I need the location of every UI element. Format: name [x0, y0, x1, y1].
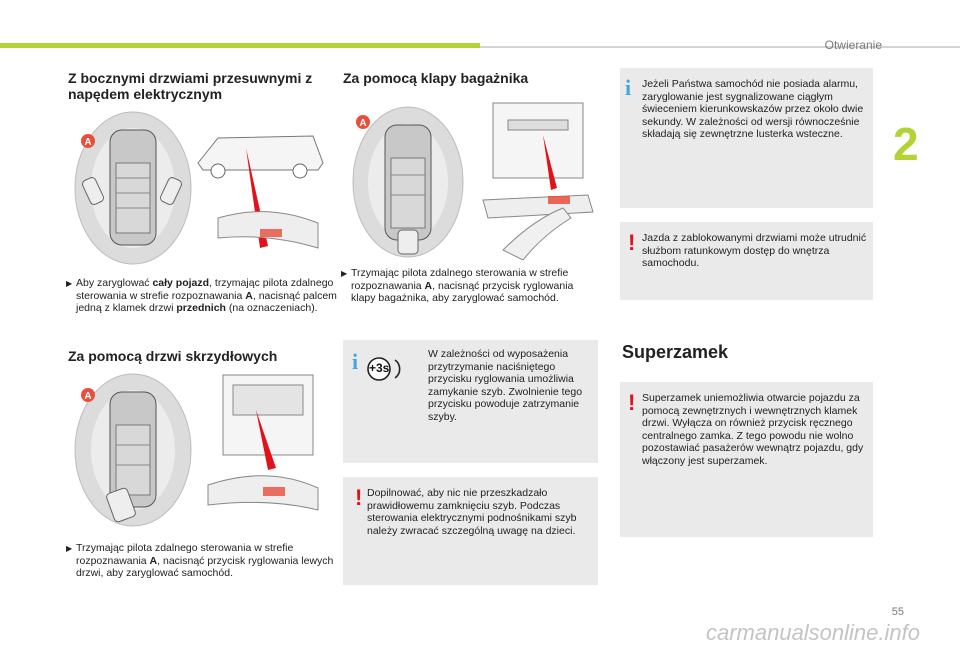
figure-tailgate: A [343, 100, 598, 261]
marker-a: A [84, 137, 91, 148]
hold-3s-label: +3s [369, 361, 390, 375]
note-superlock-text: Superzamek uniemożliwia otwarcie pojazdu… [642, 392, 864, 467]
warning-icon: ! [355, 485, 363, 510]
chapter-number: 2 [893, 118, 919, 170]
info-icon: i [625, 75, 632, 100]
warning-icon: ! [628, 230, 636, 255]
note-superlock: ! Superzamek uniemożliwia otwarcie pojaz… [620, 382, 873, 537]
bullet-wing-doors: ▶ Trzymając pilota zdalnego sterowania w… [66, 542, 334, 580]
note-alarm-indication: i Jeżeli Państwa samochód nie posiada al… [620, 68, 873, 208]
heading-tailgate: Za pomocą klapy bagażnika [343, 70, 529, 86]
heading-wing-doors: Za pomocą drzwi skrzydłowych [68, 348, 278, 364]
warning-icon: ! [628, 390, 636, 415]
heading-superlock: Superzamek [622, 342, 729, 362]
page-number: 55 [891, 606, 904, 618]
note-warning-text: Jazda z zablokowanymi drzwiami może utru… [642, 232, 867, 270]
section-title: Otwieranie [824, 38, 882, 52]
hold-3s-icon: +3s [365, 355, 405, 383]
bullet-arrow-icon: ▶ [66, 544, 73, 553]
marker-a: A [359, 118, 366, 129]
heading-sliding-doors: Z bocznymi drzwiami przesuwnymi z napęde… [68, 70, 313, 102]
note-info-text: W zależności od wyposażenia przytrzymani… [428, 348, 583, 423]
bullet-arrow-icon: ▶ [66, 279, 73, 288]
marker-a: A [84, 391, 91, 402]
bullet-tailgate: ▶ Trzymając pilota zdalnego sterowania w… [341, 267, 574, 305]
note-info-text: Jeżeli Państwa samochód nie posiada alar… [642, 78, 864, 141]
note-emergency-access: ! Jazda z zablokowanymi drzwiami może ut… [620, 222, 873, 300]
note-warning-text: Dopilnować, aby nic nie przeszkadzało pr… [367, 487, 577, 537]
note-child-safety: ! Dopilnować, aby nic nie przeszkadzało … [343, 477, 598, 585]
header-accent-bar [0, 43, 480, 48]
header-divider [480, 46, 960, 48]
figure-wing-doors: A [68, 370, 338, 530]
info-icon: i [352, 349, 359, 374]
bullet-arrow-icon: ▶ [341, 269, 348, 278]
note-window-closing: i +3s W zależności od wyposażenia przytr… [343, 340, 598, 463]
bullet-sliding-doors: ▶ Aby zaryglować cały pojazd, trzymając … [66, 277, 337, 315]
figure-sliding-doors: A [68, 108, 338, 268]
watermark: carmanualsonline.info [705, 620, 920, 645]
